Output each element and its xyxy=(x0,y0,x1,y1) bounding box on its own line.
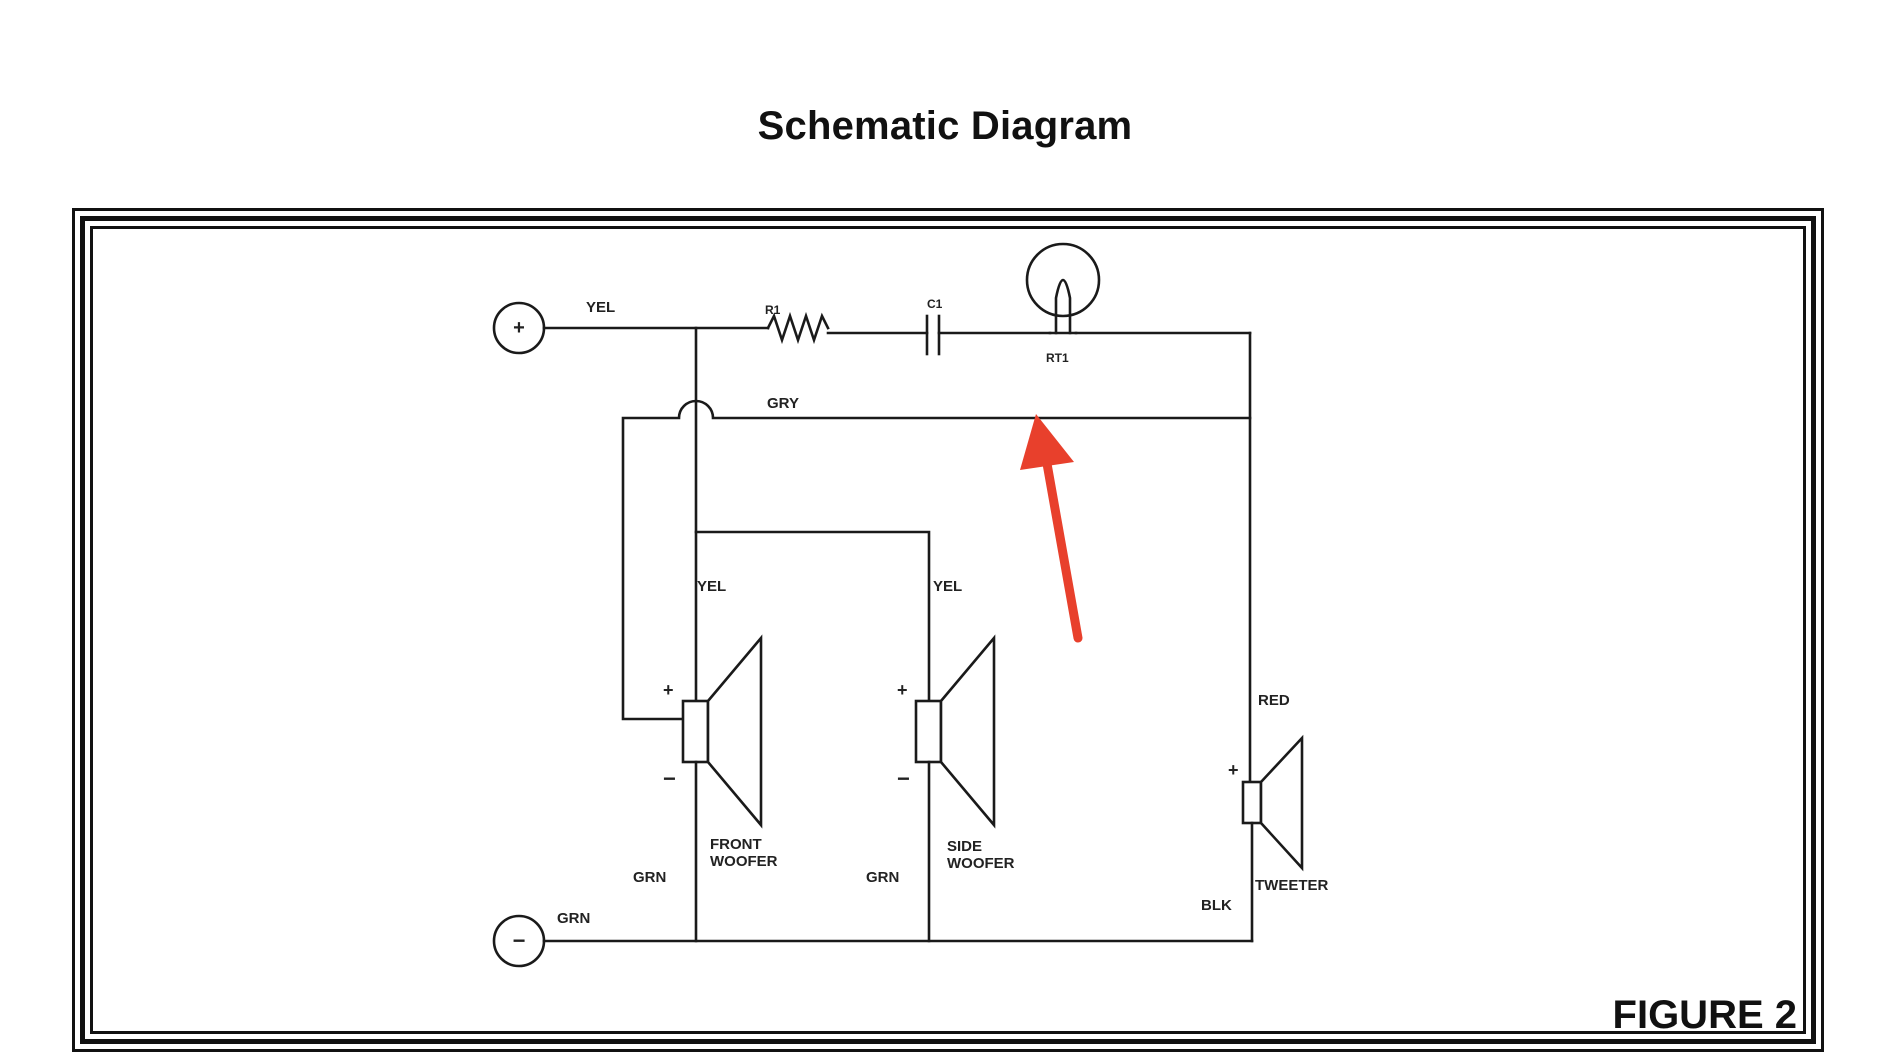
label-r1: R1 xyxy=(765,303,781,317)
side-woofer-label-line1: SIDE xyxy=(947,838,982,855)
front-woofer-label-line1: FRONT xyxy=(710,836,762,853)
tweeter-speaker xyxy=(1241,734,1304,872)
frame-border-outer xyxy=(72,208,1824,1052)
frame-border-inner xyxy=(90,226,1806,1034)
tweeter-plus: + xyxy=(1228,760,1239,780)
front-woofer-label-line2: WOOFER xyxy=(710,853,778,870)
front-woofer-minus: − xyxy=(663,766,676,791)
side-woofer-label-line2: WOOFER xyxy=(947,855,1015,872)
figure-label: FIGURE 2 xyxy=(1613,993,1797,1037)
label-yel-main: YEL xyxy=(586,299,615,316)
side-woofer-plus: + xyxy=(897,680,908,700)
negative-terminal-symbol: − xyxy=(513,928,526,953)
top-rail xyxy=(542,242,1252,356)
tweeter-label: TWEETER xyxy=(1255,877,1328,894)
side-woofer-speaker xyxy=(914,634,996,829)
side-woofer-minus: − xyxy=(897,766,910,791)
label-red: RED xyxy=(1258,692,1290,709)
label-grn-side: GRN xyxy=(866,869,899,886)
negative-terminal: − xyxy=(492,914,546,968)
label-rt1: RT1 xyxy=(1046,351,1069,365)
thermistor-rt1 xyxy=(1025,242,1101,335)
page-title: Schematic Diagram xyxy=(757,104,1133,148)
positive-terminal-symbol: + xyxy=(513,317,525,339)
front-woofer-plus: + xyxy=(663,680,674,700)
label-c1: C1 xyxy=(927,297,943,311)
label-grn-front: GRN xyxy=(633,869,666,886)
frame-border-middle xyxy=(80,216,1816,1044)
positive-terminal: + xyxy=(492,301,546,355)
wire-gry xyxy=(621,399,1252,721)
wire-yel-side xyxy=(694,530,931,703)
label-grn-main: GRN xyxy=(557,910,590,927)
label-yel-front: YEL xyxy=(697,578,726,595)
label-blk: BLK xyxy=(1201,897,1232,914)
resistor-r1 xyxy=(766,311,830,345)
label-gry: GRY xyxy=(767,395,799,412)
label-yel-side: YEL xyxy=(933,578,962,595)
annotation-arrow xyxy=(1020,414,1083,643)
